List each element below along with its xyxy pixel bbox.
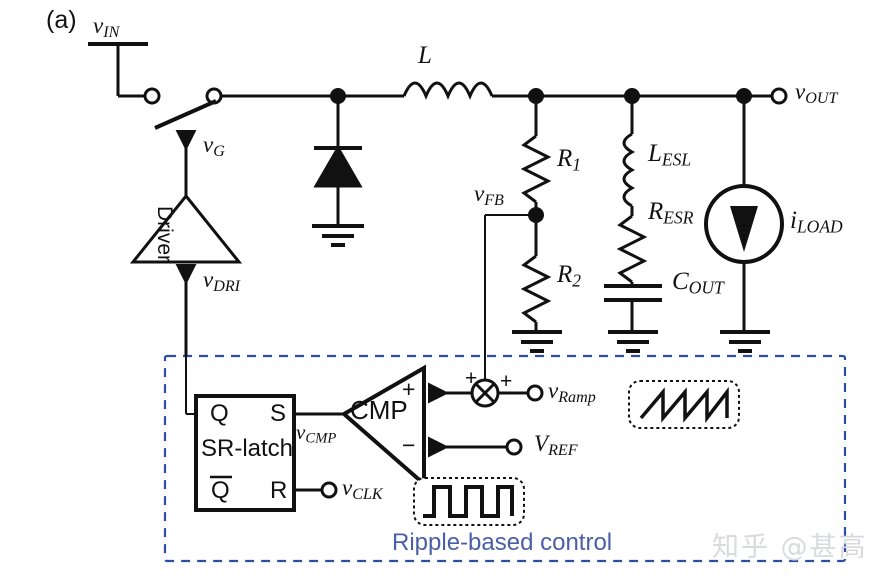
vcmp-label-sub: CMP [305,430,337,447]
driver-label: Driver [153,206,176,262]
vfb-label-text: v [474,181,485,206]
vg-label-text: v [203,132,214,157]
comparator-label: CMP [350,395,408,425]
watermark: 知乎 @甚高 [712,532,868,563]
power-switch[interactable] [143,87,223,130]
vfb-wire [484,214,536,392]
vout-terminal[interactable] [744,87,788,105]
output-cap-esr-esl-branch [604,96,662,353]
sr-latch-block[interactable] [194,394,296,512]
vin-label: vIN [93,14,119,41]
iload-label-text: i [790,207,797,234]
vref-label-sub: REF [548,442,578,460]
sr-latch-pin-s: S [270,400,287,427]
r2-label: R2 [557,262,581,290]
cmp-minus-input-wire [427,436,523,458]
clock-waveform-inset [413,477,525,526]
resr-label: RESR [648,199,693,227]
vclk-label-sub: CLK [352,486,383,504]
vref-label-text: V [534,431,549,456]
ripple-control-caption: Ripple-based control [392,529,613,556]
vin-supply-rail [88,42,148,98]
cout-label-sub: OUT [688,277,724,298]
lesl-label-sub: ESL [661,149,692,170]
inductor-label: L [418,42,432,69]
summer-plus-right: + [500,370,513,393]
r1-label: R1 [557,146,581,174]
sr-latch-pin-qbar: Q [211,477,230,504]
vout-label: vOUT [795,80,837,107]
vfb-label-sub: FB [484,192,504,210]
vclk-label: vCLK [342,476,383,503]
vdri-label: vDRI [203,268,240,295]
iload-label-sub: LOAD [796,216,843,237]
iload-label: iLOAD [790,208,843,236]
panel-label: (a) [46,6,77,34]
r2-label-text: R [557,261,573,288]
vdri-label-text: v [203,267,214,292]
vramp-label-sub: Ramp [558,389,596,407]
vdri-input-wire [175,263,197,415]
r2-label-sub: 2 [572,270,582,291]
main-inductor [402,81,752,104]
summer-plus-top: + [465,367,478,390]
vg-label: vG [203,133,225,160]
r1-label-sub: 1 [572,154,582,175]
comparator-block [340,364,426,489]
resr-label-text: R [648,198,664,225]
cout-label-text: C [672,268,689,295]
ripple-control-region [163,354,847,563]
feedback-divider [512,96,562,353]
vfb-label: vFB [474,182,504,209]
driver-buffer [129,193,243,264]
switch-node-rail [221,88,404,104]
vout-label-text: v [795,79,806,104]
vin-label-sub: IN [103,24,120,42]
vcmp-label: vCMP [296,420,337,447]
vramp-label-text: v [548,378,559,403]
freewheeling-diode [312,96,364,247]
comparator-plus-sign: + [402,376,416,402]
vref-label: VREF [534,432,578,459]
comparator-minus-sign: − [402,432,416,458]
sr-latch-pin-q: Q [210,400,229,427]
load-current-source [704,96,784,353]
summing-node [470,378,544,408]
vdri-label-sub: DRI [213,278,241,296]
vramp-label: vRamp [548,379,596,406]
ramp-waveform-inset [628,380,740,429]
sr-latch-pin-r: R [270,477,288,504]
resr-label-sub: ESR [663,207,694,228]
sr-latch-title: SR-latch [201,435,294,462]
vcmp-label-text: v [296,420,306,444]
lesl-label-text: L [648,140,662,167]
vin-label-text: v [93,13,104,38]
r1-label-text: R [557,145,573,172]
vclk-label-text: v [342,475,353,500]
vg-label-sub: G [213,143,225,161]
r-input-wire [294,481,338,499]
lesl-label: LESL [648,141,691,169]
vout-label-sub: OUT [805,90,838,108]
cout-label: COUT [672,269,724,297]
